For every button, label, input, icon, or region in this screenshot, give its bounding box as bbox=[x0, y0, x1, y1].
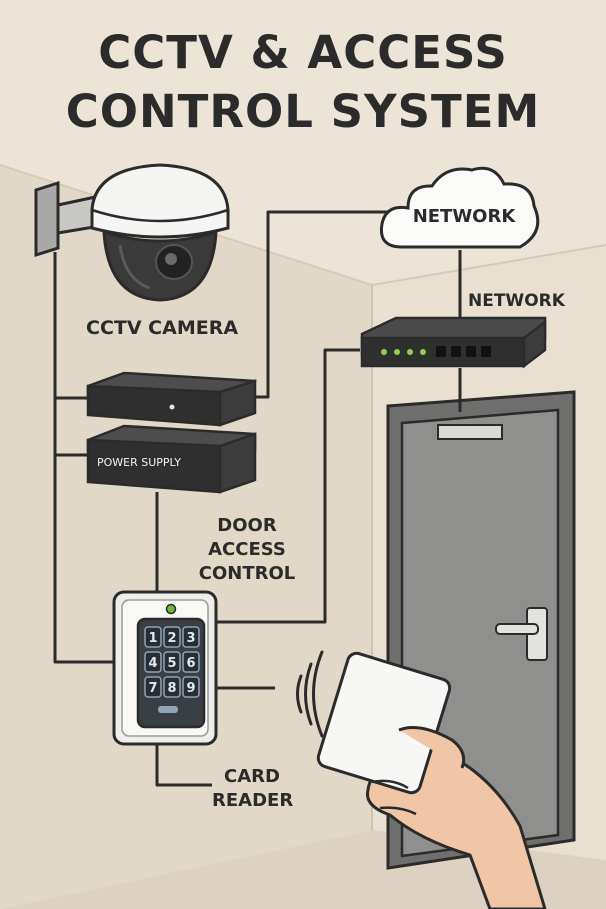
keypad-key[interactable]: 3 bbox=[182, 626, 200, 648]
label-card-reader-line2: READER bbox=[212, 790, 294, 811]
keypad-key-button[interactable] bbox=[144, 676, 162, 698]
network-switch bbox=[360, 316, 547, 369]
hand-with-card bbox=[316, 651, 547, 909]
label-network-switch: NETWORK bbox=[468, 291, 565, 311]
keypad-key-button[interactable] bbox=[144, 651, 162, 673]
keypad-key[interactable]: 8 bbox=[163, 676, 181, 698]
label-network-cloud: NETWORK bbox=[412, 206, 516, 227]
label-card-reader-line1: CARD bbox=[224, 766, 280, 787]
keypad-key[interactable]: 4 bbox=[144, 651, 162, 673]
keypad-key[interactable]: 1 bbox=[144, 626, 162, 648]
keypad-key-button[interactable] bbox=[163, 676, 181, 698]
keypad-key-label: 2 bbox=[167, 631, 176, 646]
dvr-recorder bbox=[86, 371, 257, 427]
keypad-key-label: 9 bbox=[186, 681, 195, 696]
keypad-key-button[interactable] bbox=[182, 626, 200, 648]
keypad-key-label: 3 bbox=[186, 631, 195, 646]
keypad-key[interactable]: 2 bbox=[163, 626, 181, 648]
label-door-access-line1: DOOR bbox=[217, 515, 277, 536]
label-door-access-line3: CONTROL bbox=[198, 563, 296, 584]
keypad-key-button[interactable] bbox=[182, 651, 200, 673]
door-handle bbox=[495, 607, 548, 661]
keypad-key-button[interactable] bbox=[163, 651, 181, 673]
label-cctv-camera: CCTV CAMERA bbox=[86, 317, 239, 339]
diagram-title-line2: CONTROL SYSTEM bbox=[65, 85, 541, 138]
keypad-key-label: 7 bbox=[148, 681, 157, 696]
keypad-key-label: 5 bbox=[167, 656, 176, 671]
label-power-supply: POWER SUPPLY bbox=[97, 456, 181, 469]
keypad-key-label: 4 bbox=[148, 656, 157, 671]
keypad-key[interactable]: 9 bbox=[182, 676, 200, 698]
rfid-waves bbox=[296, 650, 324, 738]
keypad-key-label: 8 bbox=[167, 681, 176, 696]
keypad-key-button[interactable] bbox=[182, 676, 200, 698]
label-card-reader: CARD READER bbox=[212, 765, 294, 813]
label-door-access-line2: ACCESS bbox=[208, 539, 286, 560]
keypad-key-label: 6 bbox=[186, 656, 195, 671]
power-supply-box bbox=[86, 424, 257, 494]
network-cloud bbox=[379, 166, 540, 249]
status-led bbox=[165, 603, 177, 615]
label-door-access-control: DOOR ACCESS CONTROL bbox=[190, 514, 304, 586]
keypad-key-label: 1 bbox=[148, 631, 157, 646]
card-slot bbox=[158, 706, 178, 713]
door-closer bbox=[437, 424, 503, 440]
wiring bbox=[53, 210, 462, 787]
cctv-camera bbox=[90, 163, 230, 302]
keypad-key[interactable]: 6 bbox=[182, 651, 200, 673]
diagram-title-line1: CCTV & ACCESS bbox=[98, 26, 508, 79]
keypad-key[interactable]: 5 bbox=[163, 651, 181, 673]
keypad-key-button[interactable] bbox=[144, 626, 162, 648]
keypad-key-button[interactable] bbox=[163, 626, 181, 648]
camera-mount bbox=[34, 180, 102, 258]
keypad-key[interactable]: 7 bbox=[144, 676, 162, 698]
